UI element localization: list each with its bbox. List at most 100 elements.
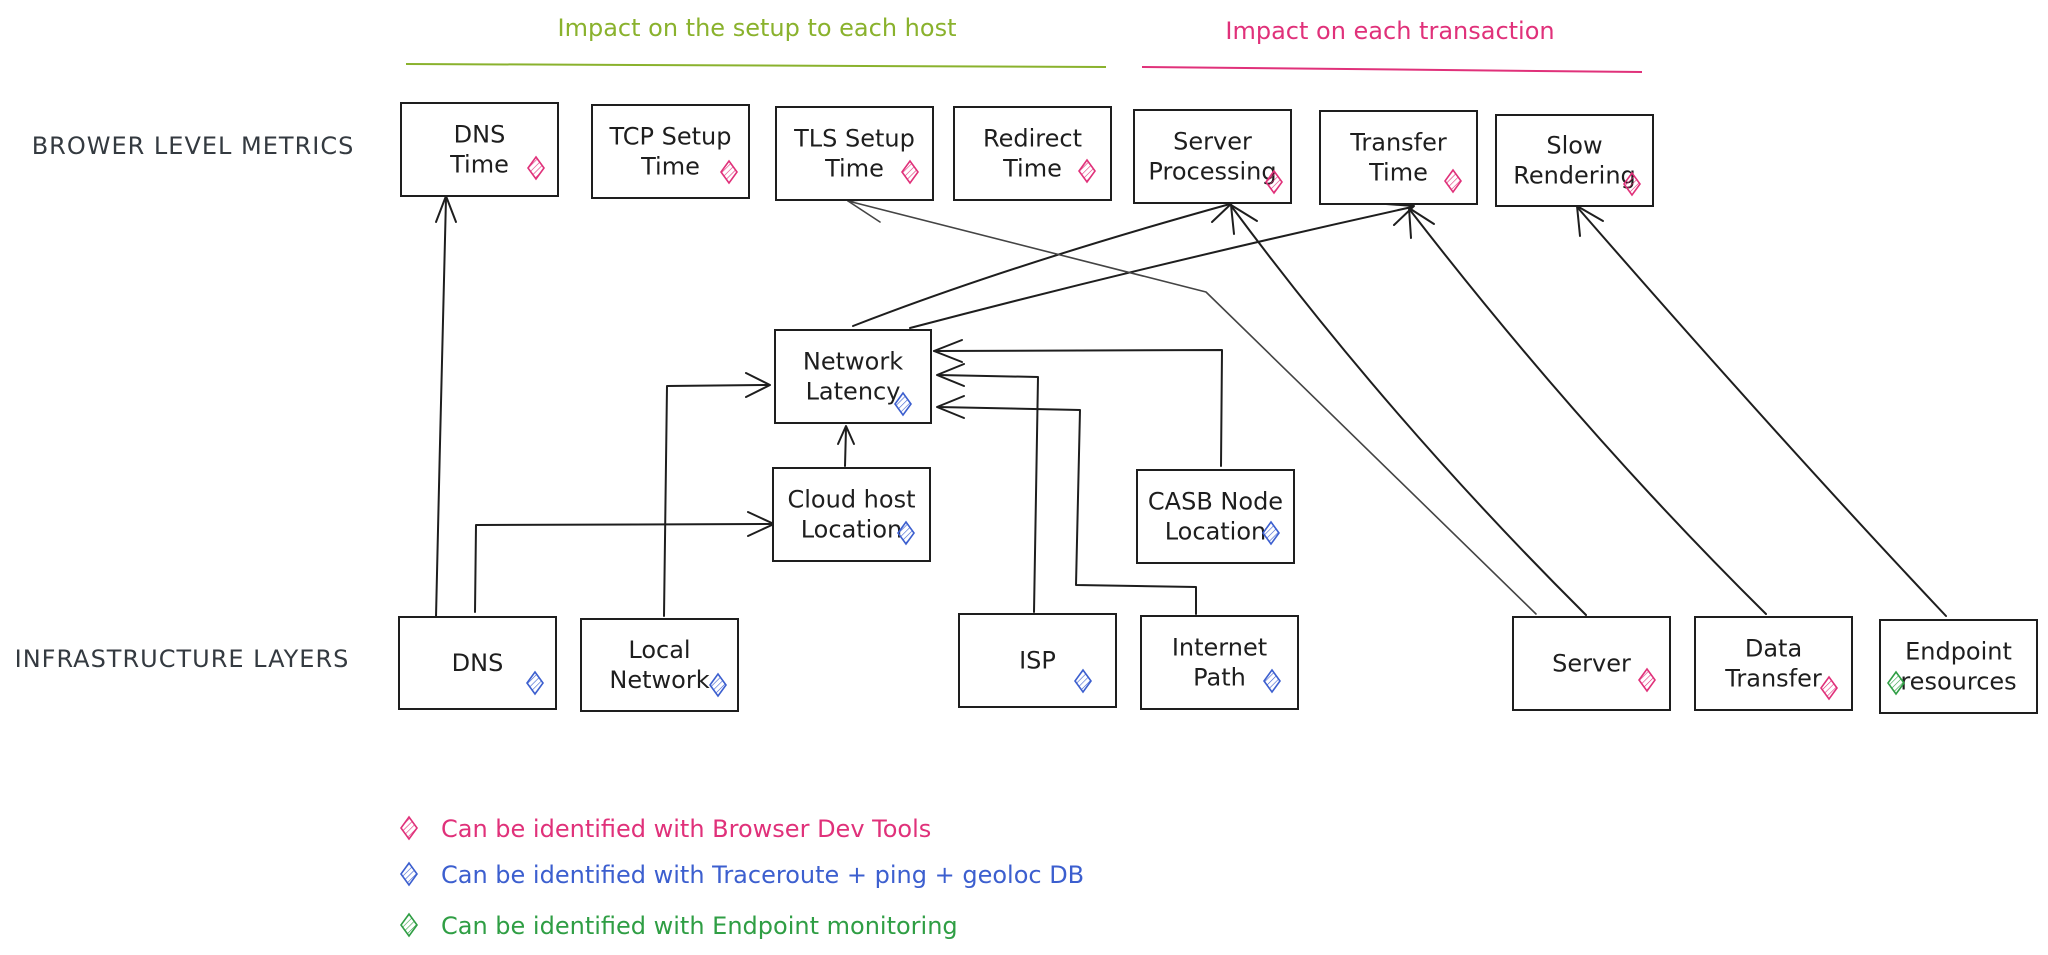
legend-text: Can be identified with Endpoint monitori… xyxy=(441,912,958,940)
node-label-line: CASB Node xyxy=(1148,488,1283,516)
arrowhead-latency-right-3 xyxy=(936,395,965,419)
node-box xyxy=(591,104,750,199)
node-label-line: Network xyxy=(803,348,903,376)
legend-browser-marker-icon xyxy=(400,815,418,841)
node-label-line: TCP Setup xyxy=(609,123,732,151)
connector-dns-to-dns-time xyxy=(435,197,447,618)
row-label-infrastructure: INFRASTRUCTURE LAYERS xyxy=(15,645,350,673)
node-box xyxy=(953,106,1112,201)
node-label-line: DNS xyxy=(454,121,506,149)
legend-endpoint-marker-icon xyxy=(400,912,418,938)
connector-server-to-tls-setup xyxy=(847,200,1537,615)
connector-latency-to-server-processing xyxy=(852,203,1231,327)
node-label-line: Network xyxy=(609,666,709,694)
node-label-line: Rendering xyxy=(1513,162,1636,190)
connector-cloud-host-to-latency xyxy=(844,427,847,467)
node-label-line: Server xyxy=(1173,128,1252,156)
connector-endpoint-to-slow-rendering xyxy=(1577,207,1947,617)
browser-marker-icon xyxy=(1623,171,1641,197)
legend-item-traceroute: Can be identified with Traceroute + ping… xyxy=(400,861,1084,889)
node-label-line: Local xyxy=(628,636,690,664)
row-label-browser-metrics: BROWER LEVEL METRICS xyxy=(32,132,355,160)
traceroute-marker-icon xyxy=(1263,668,1281,694)
traceroute-marker-icon xyxy=(897,520,915,546)
node-label-line: Internet xyxy=(1172,634,1267,662)
node-label-line: Processing xyxy=(1148,158,1276,186)
browser-marker-icon xyxy=(901,159,919,185)
group-header-setup: Impact on the setup to each host xyxy=(405,14,1107,68)
endpoint-marker-icon xyxy=(1887,670,1905,696)
connector-data-transfer-to-transfer-time xyxy=(1409,209,1767,615)
node-label-line: DNS xyxy=(452,649,504,677)
legend-text: Can be identified with Browser Dev Tools xyxy=(441,815,931,843)
legend-item-endpoint: Can be identified with Endpoint monitori… xyxy=(400,912,958,940)
node-box xyxy=(398,616,557,710)
node-label-line: Time xyxy=(1368,159,1428,187)
legend-text: Can be identified with Traceroute + ping… xyxy=(441,861,1084,889)
arrowhead-latency-bottom xyxy=(837,425,855,445)
connector-latency-to-transfer-time xyxy=(909,206,1413,329)
node-label-line: Endpoint xyxy=(1905,638,2012,666)
browser-marker-icon xyxy=(1444,168,1462,194)
group-underline-setup xyxy=(405,63,1107,68)
node-label-line: Location xyxy=(801,516,903,544)
group-header-transaction: Impact on each transaction xyxy=(1141,17,1643,73)
node-isp: ISP xyxy=(958,613,1117,708)
node-box xyxy=(958,613,1117,708)
browser-marker-icon xyxy=(1638,667,1656,693)
node-label-line: Time xyxy=(1002,155,1062,183)
node-label-line: resources xyxy=(1900,668,2016,696)
connector-internet-path-to-latency xyxy=(937,406,1197,615)
traceroute-marker-icon xyxy=(894,391,912,417)
traceroute-marker-icon xyxy=(1262,520,1280,546)
connectors xyxy=(435,195,1947,618)
browser-marker-icon xyxy=(1078,158,1096,184)
node-box xyxy=(1879,619,2038,714)
node-box xyxy=(1495,114,1654,207)
node-label-line: Data xyxy=(1745,635,1802,663)
node-label-line: Time xyxy=(824,155,884,183)
node-box xyxy=(1136,469,1295,564)
node-label-line: Time xyxy=(640,153,700,181)
arrowhead-transfer-time-2 xyxy=(1408,207,1435,239)
connector-dns-to-cloud-host xyxy=(474,523,773,613)
browser-marker-icon xyxy=(1820,675,1838,701)
traceroute-marker-icon xyxy=(526,670,544,696)
node-server: Server xyxy=(1512,616,1671,711)
arrowhead-latency-right-1 xyxy=(933,339,963,363)
group-underline-transaction xyxy=(1141,66,1643,73)
group-title-setup: Impact on the setup to each host xyxy=(558,14,957,42)
legend-item-browser: Can be identified with Browser Dev Tools xyxy=(400,815,931,843)
browser-marker-icon xyxy=(1265,169,1283,195)
browser-marker-icon xyxy=(720,159,738,185)
node-label-line: Server xyxy=(1552,650,1631,678)
node-box xyxy=(400,102,559,197)
browser-marker-icon xyxy=(527,155,545,181)
connector-isp-to-latency xyxy=(937,374,1039,613)
node-label-line: Slow xyxy=(1546,132,1602,160)
arrowhead-latency-left-1 xyxy=(745,372,771,398)
node-label-line: TLS Setup xyxy=(793,125,915,153)
node-box xyxy=(580,618,739,712)
node-label-line: Path xyxy=(1193,664,1246,692)
connector-casb-to-latency xyxy=(933,349,1223,467)
node-box xyxy=(1133,109,1292,204)
arrowhead-latency-right-2 xyxy=(936,363,965,387)
node-box xyxy=(1140,615,1299,710)
legend-traceroute-marker-icon xyxy=(400,861,418,887)
